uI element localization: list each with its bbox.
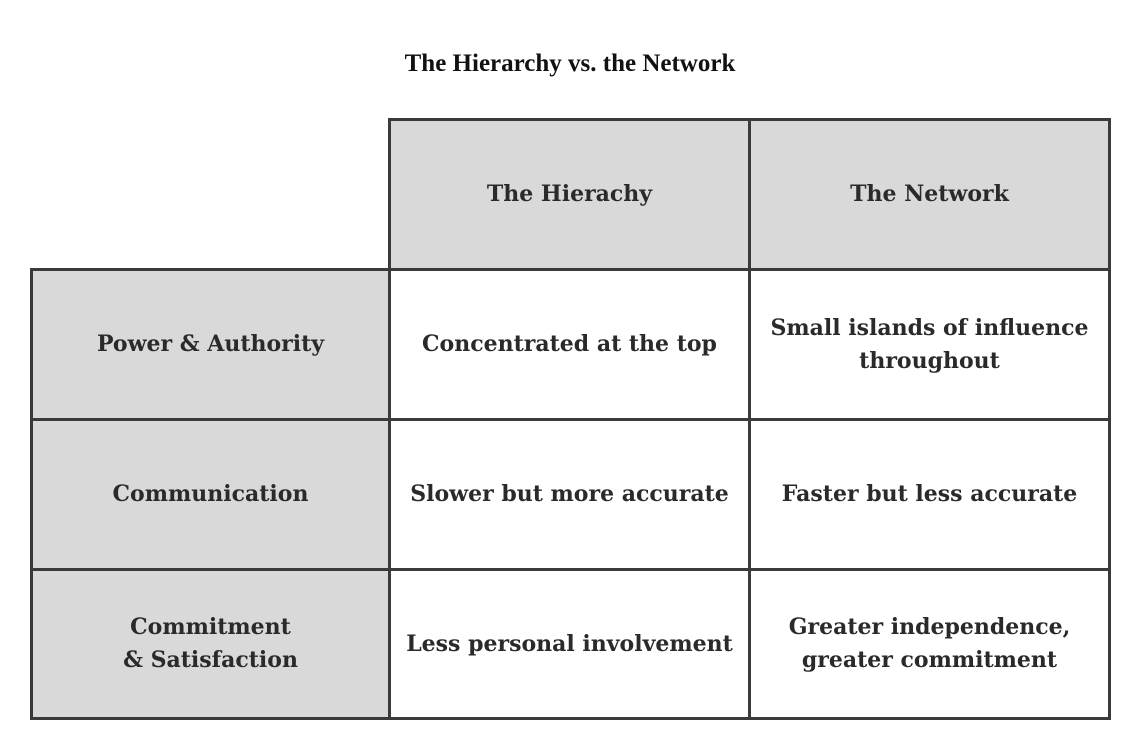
row-header-power-authority: Power & Authority xyxy=(30,268,391,421)
table-cell: Concentrated at the top xyxy=(388,268,751,421)
cell-text: Small islands of influence throughout xyxy=(770,314,1089,374)
row-header-label: Communication xyxy=(112,481,309,507)
column-header-label: The Network xyxy=(850,181,1009,207)
cell-text: Concentrated at the top xyxy=(422,331,717,357)
row-header-communication: Communication xyxy=(30,418,391,571)
table-cell: Less personal involvement xyxy=(388,568,751,720)
cell-text: Greater independence, greater commitment xyxy=(788,614,1071,673)
cell-text: Faster but less accurate xyxy=(781,481,1078,507)
table-cell: Small islands of influence throughout xyxy=(748,268,1111,421)
page-title: The Hierarchy vs. the Network xyxy=(404,50,736,77)
column-header-network: The Network xyxy=(748,118,1111,271)
row-header-label: Commitment & Satisfaction xyxy=(123,614,298,673)
table-cell: Greater independence, greater commitment xyxy=(748,568,1111,720)
row-header-label: Power & Authority xyxy=(96,331,325,357)
column-header-label: The Hierachy xyxy=(486,181,653,207)
table-cell: Slower but more accurate xyxy=(388,418,751,571)
table-cell: Faster but less accurate xyxy=(748,418,1111,571)
row-header-commitment-satisfaction: Commitment & Satisfaction xyxy=(30,568,391,720)
column-header-hierarchy: The Hierachy xyxy=(388,118,751,271)
cell-text: Slower but more accurate xyxy=(410,481,729,507)
cell-text: Less personal involvement xyxy=(406,630,733,657)
